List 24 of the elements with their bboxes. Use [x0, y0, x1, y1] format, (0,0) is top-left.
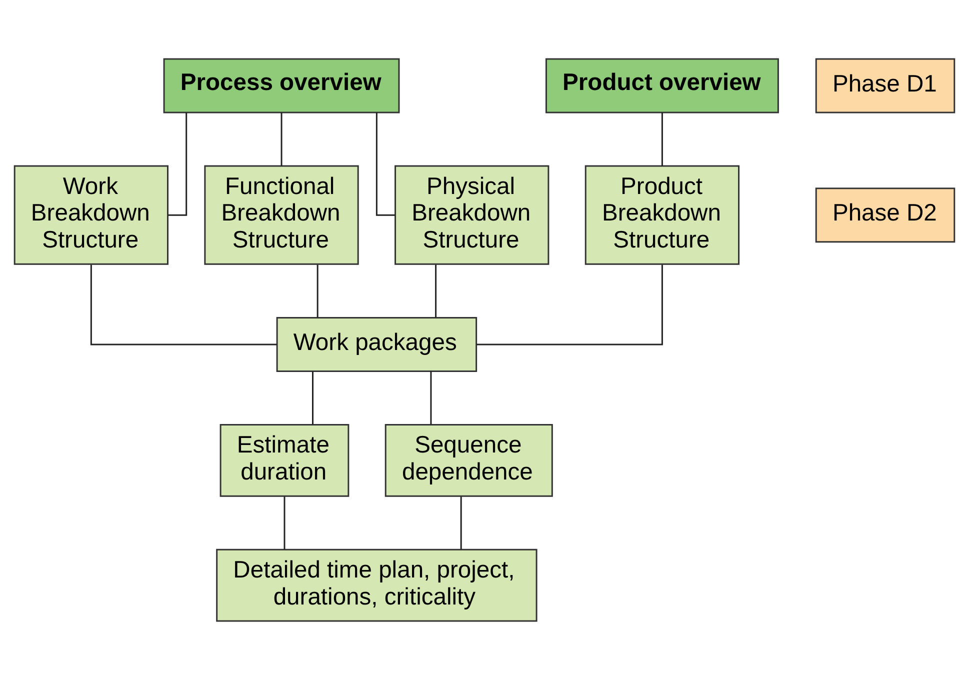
node-box: Estimate duration: [220, 424, 350, 496]
connector: [280, 112, 282, 166]
node-box: Work packages: [276, 316, 478, 372]
node-box: Phase D2: [815, 187, 956, 242]
node-box: Phase D1: [815, 58, 956, 113]
connector: [460, 496, 462, 549]
connector: [316, 264, 318, 318]
connector: [435, 264, 437, 318]
node-box: Physical Breakdown Structure: [394, 164, 550, 264]
connector: [168, 112, 188, 216]
connector: [476, 264, 663, 345]
connector: [376, 112, 396, 216]
connector: [661, 112, 663, 166]
node-box: Process overview: [163, 58, 400, 113]
connector: [90, 264, 277, 345]
connector: [284, 496, 286, 549]
node-box: Product overview: [545, 58, 779, 113]
node-box: Sequence dependence: [384, 424, 553, 496]
connector: [430, 370, 432, 424]
connector: [312, 370, 314, 424]
node-box: Detailed time plan, project, durations, criticality: [216, 548, 538, 622]
node-box: Functional Breakdown Structure: [204, 164, 359, 264]
node-box: Product Breakdown Structure: [584, 164, 740, 264]
node-box: Work Breakdown Structure: [14, 164, 168, 264]
